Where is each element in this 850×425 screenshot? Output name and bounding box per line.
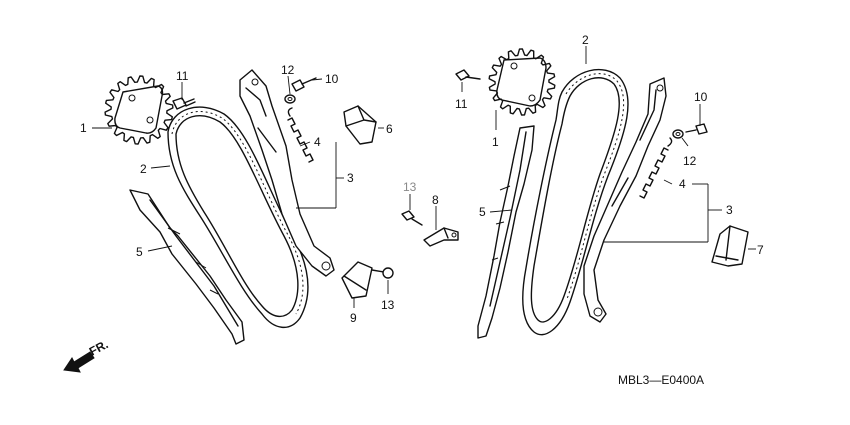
left-guide-plate (341, 261, 373, 299)
left-callout-6: 6 (386, 122, 393, 136)
left-sprocket-bolt (172, 97, 196, 110)
left-callout-9: 9 (350, 311, 357, 325)
right-callout-1: 1 (492, 135, 499, 149)
right-callout-4: 4 (679, 177, 686, 191)
center-bracket (423, 227, 459, 247)
left-callout-3: 3 (347, 171, 354, 185)
left-chain-tensioner (239, 69, 335, 277)
right-slipper-plate (711, 225, 749, 267)
center-bracket-bolt (401, 210, 423, 226)
left-tensioner-bolt (291, 77, 317, 92)
right-tensioner-spring (639, 137, 673, 199)
right-callout-7: 7 (757, 243, 764, 257)
right-chain-guide (477, 125, 535, 339)
left-callout-13: 13 (381, 298, 395, 312)
diagram-code: MBL3—E0400A (618, 373, 704, 387)
right-cam-sprocket (488, 48, 556, 116)
left-callout-4: 4 (314, 135, 321, 149)
right-callout-3: 3 (726, 203, 733, 217)
right-callout-12: 12 (683, 154, 697, 168)
right-callout-11: 11 (455, 97, 468, 111)
right-chain-tensioner (583, 77, 667, 323)
left-callout-2: 2 (140, 162, 147, 176)
left-plate-bolt (371, 267, 394, 279)
right-cam-chain (522, 68, 629, 336)
right-callout-2: 2 (582, 33, 589, 47)
left-callout-12: 12 (281, 63, 295, 77)
left-callout-1: 1 (80, 121, 87, 135)
left-chain-guide (129, 189, 245, 345)
left-callout-11: 11 (176, 69, 189, 83)
center-callout-13: 13 (403, 180, 417, 194)
callout-leaders (92, 46, 756, 308)
right-callout-5: 5 (479, 205, 486, 219)
left-cam-chain (167, 106, 309, 328)
right-callout-10: 10 (694, 90, 708, 104)
right-washer (672, 129, 684, 139)
center-callout-8: 8 (432, 193, 439, 207)
left-slipper-plate (343, 105, 377, 145)
front-direction-arrow: FR. (63, 337, 110, 373)
left-tensioner-spring (287, 107, 314, 163)
left-cam-sprocket (104, 75, 174, 145)
right-sprocket-bolt (455, 69, 481, 81)
left-washer (284, 94, 296, 104)
left-callout-10: 10 (325, 72, 339, 86)
right-tensioner-bolt (685, 123, 708, 135)
left-callout-5: 5 (136, 245, 143, 259)
